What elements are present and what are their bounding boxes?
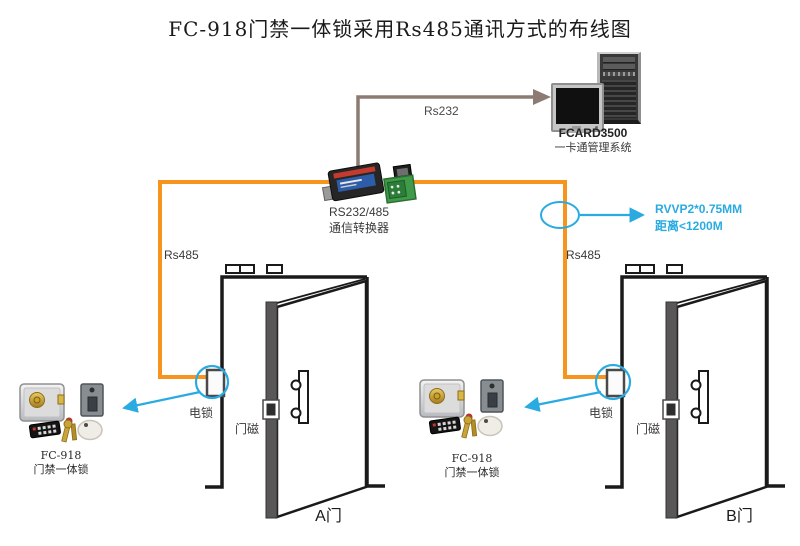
rs485-cable-right — [400, 180, 607, 379]
drive-bay — [603, 57, 635, 63]
door-a-structure — [203, 263, 387, 520]
lock-pointer-arrow-a — [122, 390, 201, 413]
door-b-label: B门 — [726, 508, 753, 525]
computer-model-label: FCARD3500 — [558, 126, 628, 140]
converter-type-label: 通信转换器 — [328, 221, 389, 235]
rs232-label: Rs232 — [424, 104, 459, 118]
lock-highlight-circle-b — [594, 363, 632, 401]
door-a-label: A门 — [315, 508, 342, 525]
door-a-lock-label: 电锁 — [188, 406, 213, 420]
cable-distance-label: 距离<1200M — [655, 219, 723, 233]
lock-kit-b — [419, 379, 504, 439]
power-led — [595, 126, 598, 129]
monitor-stand — [572, 126, 581, 130]
rs485-left-label: Rs485 — [164, 248, 199, 262]
converter-name-label: RS232/485 — [328, 205, 390, 219]
kit-b-name-label: 门禁一体锁 — [444, 466, 500, 479]
rs232-arrowhead — [533, 89, 551, 105]
front-ports — [603, 72, 635, 76]
rs485-right-label: Rs485 — [566, 248, 601, 262]
rs485-cable-left — [158, 180, 330, 379]
monitor-base — [563, 129, 590, 133]
rs232-cable — [356, 95, 534, 168]
kit-a-name-label: 门禁一体锁 — [33, 463, 89, 476]
monitor-screen — [556, 88, 599, 124]
tower-vents — [602, 80, 636, 118]
door-a-magnet-label: 门磁 — [234, 422, 259, 436]
door-b-lock-label: 电锁 — [588, 406, 613, 420]
lock-pointer-arrow-b — [524, 390, 602, 412]
cable-callout-ellipse — [540, 201, 580, 229]
diagram-title: FC-918门禁一体锁采用Rs485通讯方式的布线图 — [168, 17, 632, 41]
door-b-magnet-label: 门磁 — [635, 422, 660, 436]
kit-b-model-label: FC-918 — [451, 452, 493, 465]
computer-system-label: 一卡通管理系统 — [554, 142, 632, 154]
lock-highlight-circle-a — [194, 364, 230, 400]
drive-bay — [603, 64, 635, 70]
door-b-structure — [603, 263, 787, 520]
kit-a-model-label: FC-918 — [40, 449, 82, 462]
computer-monitor — [551, 83, 604, 132]
cable-spec-label: RVVP2*0.75MM — [655, 202, 743, 216]
lock-kit-a — [19, 383, 104, 443]
converter-device — [321, 162, 417, 204]
